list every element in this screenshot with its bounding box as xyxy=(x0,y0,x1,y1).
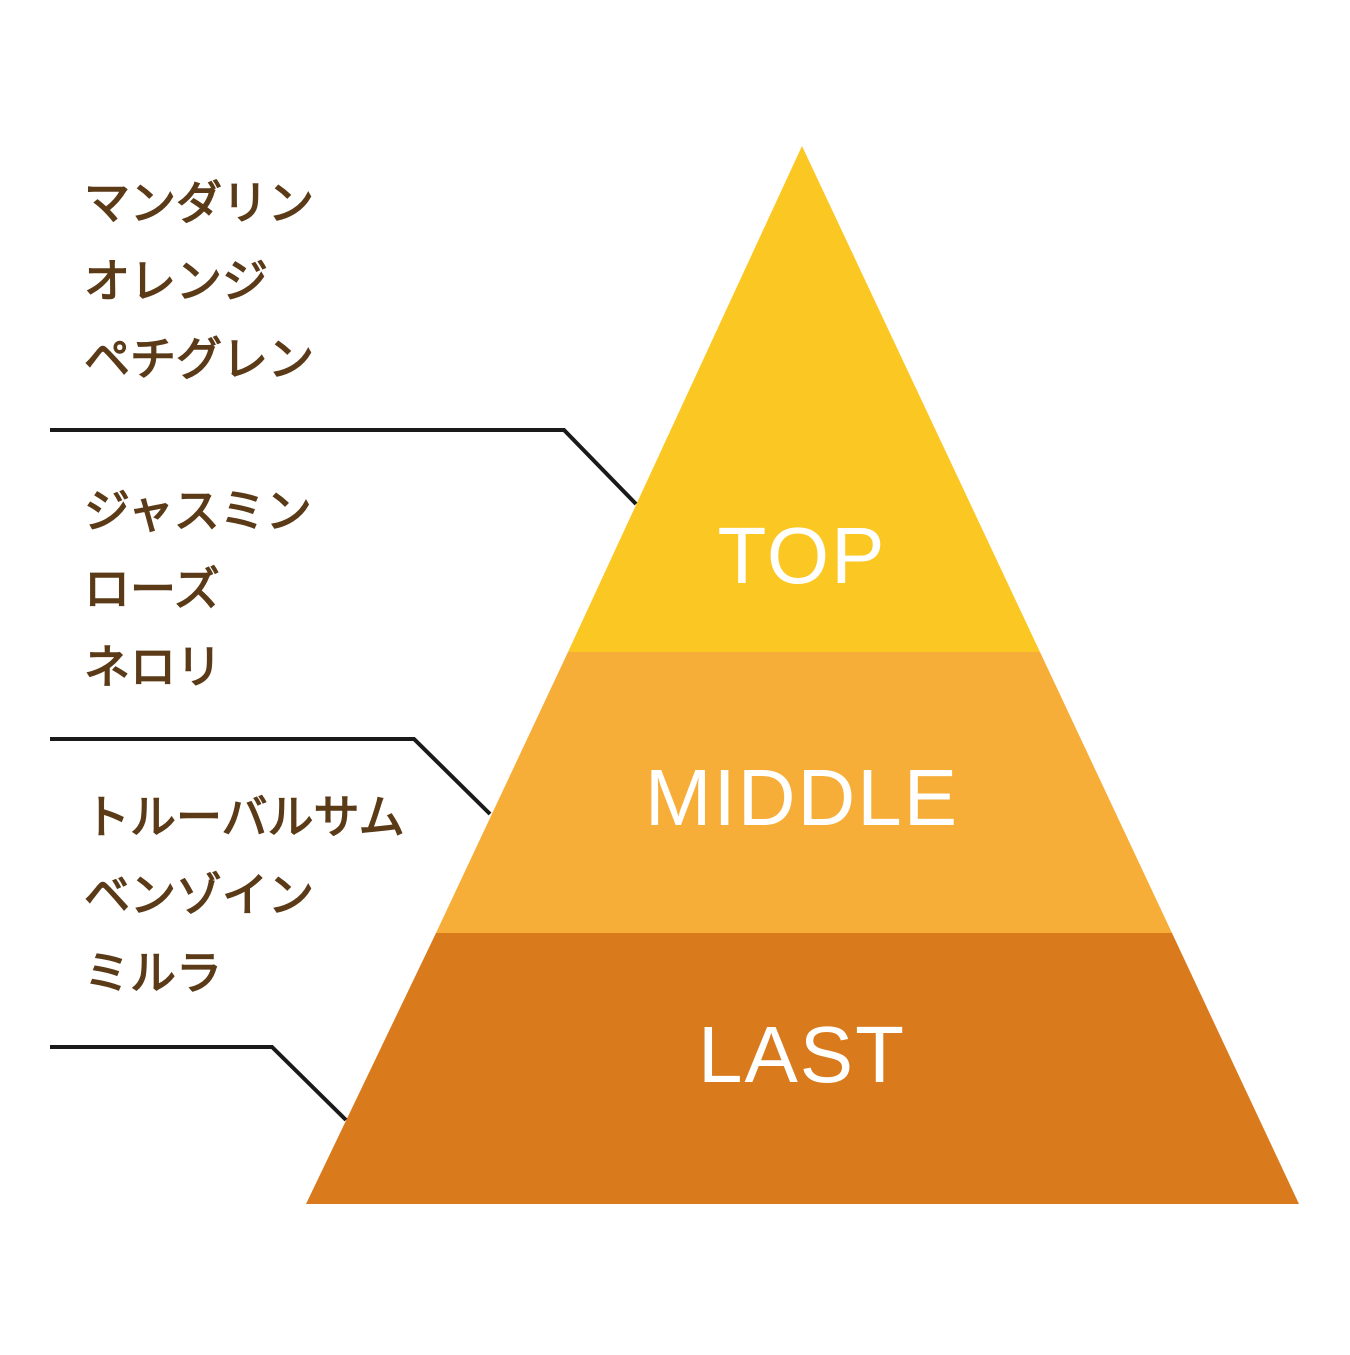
note-item: ジャスミン xyxy=(84,484,312,538)
note-item: ミルラ xyxy=(84,946,222,1000)
pyramid-tier-middle xyxy=(436,652,1172,933)
tier-label-top: TOP xyxy=(717,511,886,600)
note-item: オレンジ xyxy=(84,254,268,308)
note-item: ベンゾイン xyxy=(84,868,314,922)
notes-list-middle: ジャスミン ローズ ネロリ xyxy=(84,472,312,706)
note-item: ペチグレン xyxy=(84,332,314,386)
note-item: マンダリン xyxy=(84,176,314,230)
leader-line-top xyxy=(50,428,638,506)
tier-label-last: LAST xyxy=(698,1010,906,1099)
pyramid-tier-top xyxy=(568,146,1040,652)
notes-list-last: トルーバルサム ベンゾイン ミルラ xyxy=(84,778,405,1012)
note-item: ネロリ xyxy=(84,640,222,694)
notes-list-top: マンダリン オレンジ ペチグレン xyxy=(84,164,314,398)
tier-label-middle: MIDDLE xyxy=(645,753,959,842)
note-item: ローズ xyxy=(84,562,220,616)
pyramid-tier-last xyxy=(306,933,1299,1204)
note-item: トルーバルサム xyxy=(84,790,405,844)
leader-line-middle xyxy=(50,737,492,816)
leader-line-last xyxy=(50,1045,348,1122)
